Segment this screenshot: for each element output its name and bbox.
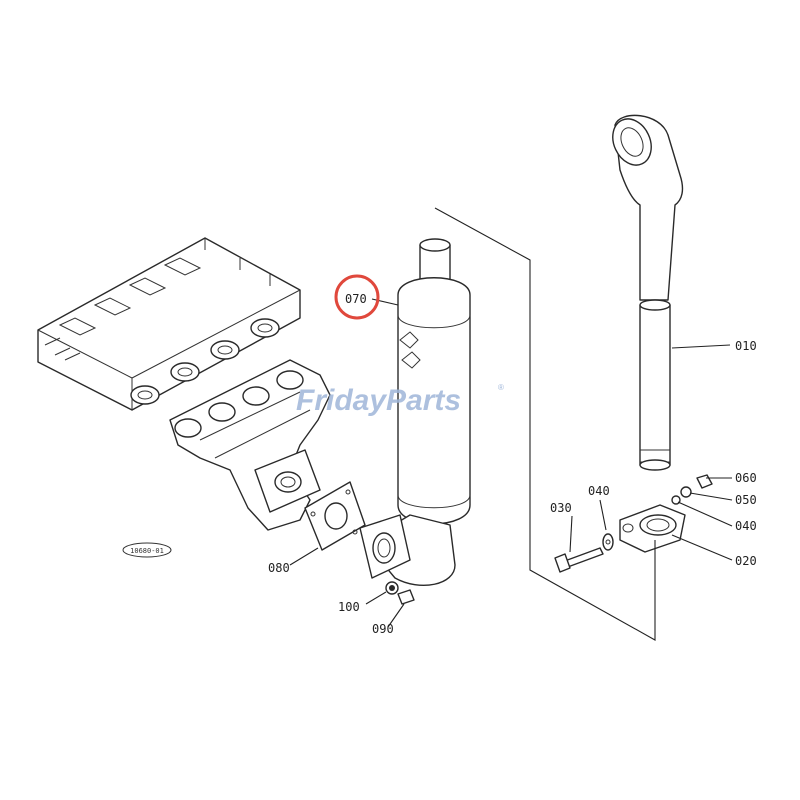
clamp-bracket bbox=[619, 504, 686, 553]
assembly-boundary bbox=[434, 207, 656, 641]
bolt-and-washer bbox=[554, 533, 614, 573]
engine-block bbox=[37, 237, 301, 411]
watermark-word-parts: Parts bbox=[386, 384, 461, 417]
watermark-text: FridayParts bbox=[296, 384, 461, 417]
watermark-word-friday: Friday bbox=[296, 384, 387, 417]
watermark-registered-mark: ® bbox=[498, 383, 504, 392]
exhaust-manifold bbox=[169, 359, 331, 531]
label-part-050: 050 bbox=[735, 493, 757, 507]
label-part-030: 030 bbox=[550, 501, 572, 515]
label-part-040-right: 040 bbox=[735, 519, 757, 533]
label-part-060: 060 bbox=[735, 471, 757, 485]
watermark-logo: FridayParts ® bbox=[296, 383, 504, 417]
label-part-020: 020 bbox=[735, 554, 757, 568]
reference-code-text: 10680-01 bbox=[130, 547, 164, 555]
muffler bbox=[359, 238, 471, 586]
label-part-070: 070 bbox=[345, 292, 367, 306]
label-part-100: 100 bbox=[338, 600, 360, 614]
exhaust-ports bbox=[130, 318, 280, 405]
manifold-gasket bbox=[304, 481, 366, 551]
label-part-040-top: 040 bbox=[588, 484, 610, 498]
label-part-010: 010 bbox=[735, 339, 757, 353]
part-labels: 010 020 030 040 040 050 060 070 080 090 … bbox=[268, 292, 757, 636]
nut-and-washer-lower bbox=[385, 581, 415, 605]
nut-and-washers-right bbox=[671, 474, 713, 505]
label-part-090: 090 bbox=[372, 622, 394, 636]
reference-code-tag: 10680-01 bbox=[122, 542, 172, 558]
tailpipe bbox=[612, 114, 684, 471]
highlight-circle-070 bbox=[334, 274, 380, 320]
label-part-080: 080 bbox=[268, 561, 290, 575]
